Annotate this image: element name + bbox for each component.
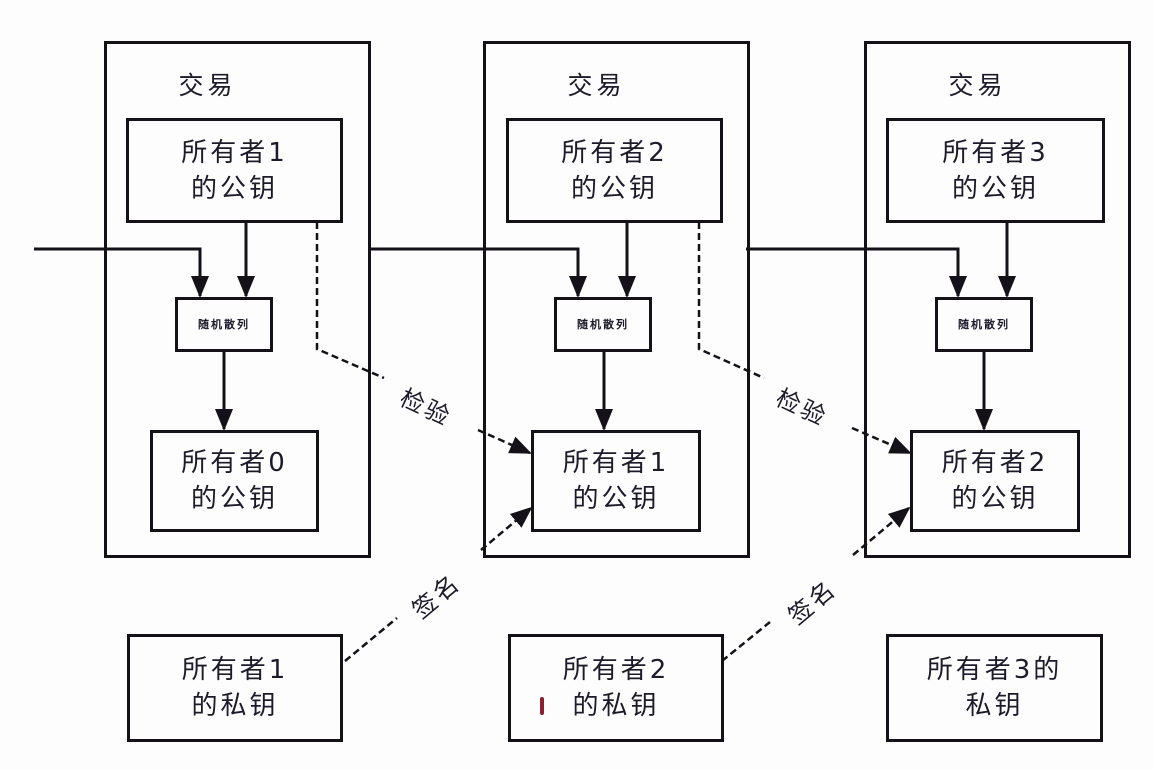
- privkey-label: 所有者3的 私钥: [926, 655, 1063, 721]
- tx3-owner2-pubkey-box: 所有者2 的公钥: [910, 430, 1080, 532]
- tx1-hash-box: 随机散列: [175, 297, 273, 352]
- edge-verify-tx1-to-tx2-tail: [477, 428, 532, 455]
- privkey-label: 所有者1 的私钥: [181, 655, 289, 721]
- hash-label: 随机散列: [198, 317, 250, 331]
- pubkey-label: 所有者2 的公钥: [561, 137, 668, 204]
- edge-verify-tx2-to-tx3: [697, 222, 765, 380]
- tx1-owner0-pubkey-box: 所有者0 的公钥: [150, 430, 319, 532]
- edge-tx2-to-tx3-hash: [746, 247, 967, 298]
- edge-external-to-tx1-hash: [34, 247, 209, 298]
- transaction-title: 交易: [567, 71, 626, 100]
- edge-sign-owner1-tail: [344, 617, 398, 662]
- pubkey-label: 所有者3 的公钥: [942, 137, 1049, 204]
- transaction-title: 交易: [178, 71, 237, 100]
- tx1-owner1-pubkey-box: 所有者1 的公钥: [126, 118, 343, 223]
- transaction-title: 交易: [948, 71, 1007, 100]
- owner1-privkey-box: 所有者1 的私钥: [127, 634, 343, 742]
- hash-label: 随机散列: [958, 317, 1010, 331]
- edge-sign-owner2-tail: [721, 621, 771, 662]
- owner2-privkey-box: 所有者2 的私钥: [508, 634, 724, 742]
- pubkey-label: 所有者1 的公钥: [562, 448, 670, 514]
- hash-label: 随机散列: [577, 317, 629, 331]
- edge-tx1-to-tx2-hash: [368, 247, 587, 298]
- edge-verify-tx1-to-tx2: [315, 222, 385, 380]
- edge-sign-owner2-head: [852, 506, 911, 556]
- owner3-privkey-box: 所有者3的 私钥: [886, 634, 1103, 742]
- pubkey-label: 所有者0 的公钥: [181, 448, 288, 514]
- pubkey-label: 所有者1 的公钥: [181, 137, 288, 204]
- transaction-box-1: 交易: [104, 41, 371, 558]
- scan-artifact-mark: [540, 697, 544, 715]
- transaction-box-3: 交易: [864, 41, 1131, 558]
- transaction-box-2: 交易: [483, 41, 750, 558]
- tx2-owner1-pubkey-box: 所有者1 的公钥: [531, 430, 701, 532]
- tx2-owner2-pubkey-box: 所有者2 的公钥: [506, 118, 723, 223]
- pubkey-label: 所有者2 的公钥: [941, 448, 1049, 514]
- privkey-label: 所有者2 的私钥: [562, 655, 670, 721]
- tx2-hash-box: 随机散列: [554, 297, 652, 352]
- tx3-hash-box: 随机散列: [935, 297, 1033, 352]
- tx3-owner3-pubkey-box: 所有者3 的公钥: [886, 118, 1105, 223]
